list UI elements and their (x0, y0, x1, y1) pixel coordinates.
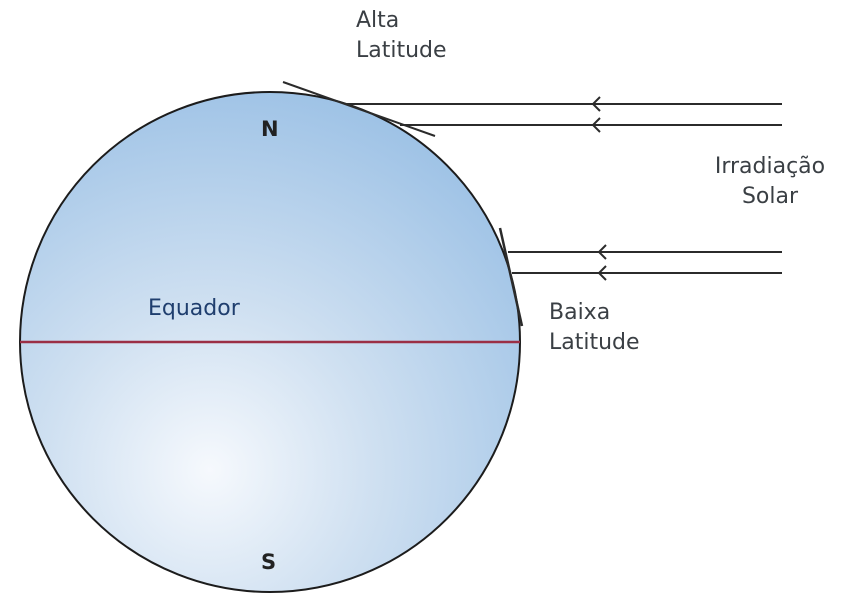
high-latitude-tangent-line (282, 81, 436, 137)
solar-irradiation-label-line-1: Irradiação (714, 154, 826, 179)
high-latitude-label: Alta Latitude (356, 6, 447, 66)
south-pole-label: S (261, 550, 277, 574)
high-latitude-rays (345, 96, 782, 133)
low-latitude-label-line-1: Baixa (549, 300, 611, 325)
high-latitude-label-line-2: Latitude (356, 38, 447, 63)
solar-irradiation-label-line-2: Solar (741, 184, 799, 209)
solar-irradiation-label: Irradiação Solar (700, 152, 840, 212)
equator-label: Equador (148, 296, 240, 321)
low-latitude-rays (508, 244, 782, 281)
ray-arrowhead (597, 244, 607, 260)
high-latitude-label-line-1: Alta (356, 8, 400, 33)
low-latitude-label: Baixa Latitude (549, 298, 640, 358)
ray-arrowhead (591, 96, 601, 112)
north-pole-label: N (261, 117, 279, 141)
ray-arrowhead (597, 265, 607, 281)
low-latitude-tangent-line (498, 227, 524, 327)
ray-arrowhead (591, 117, 601, 133)
low-latitude-label-line-2: Latitude (549, 330, 640, 355)
